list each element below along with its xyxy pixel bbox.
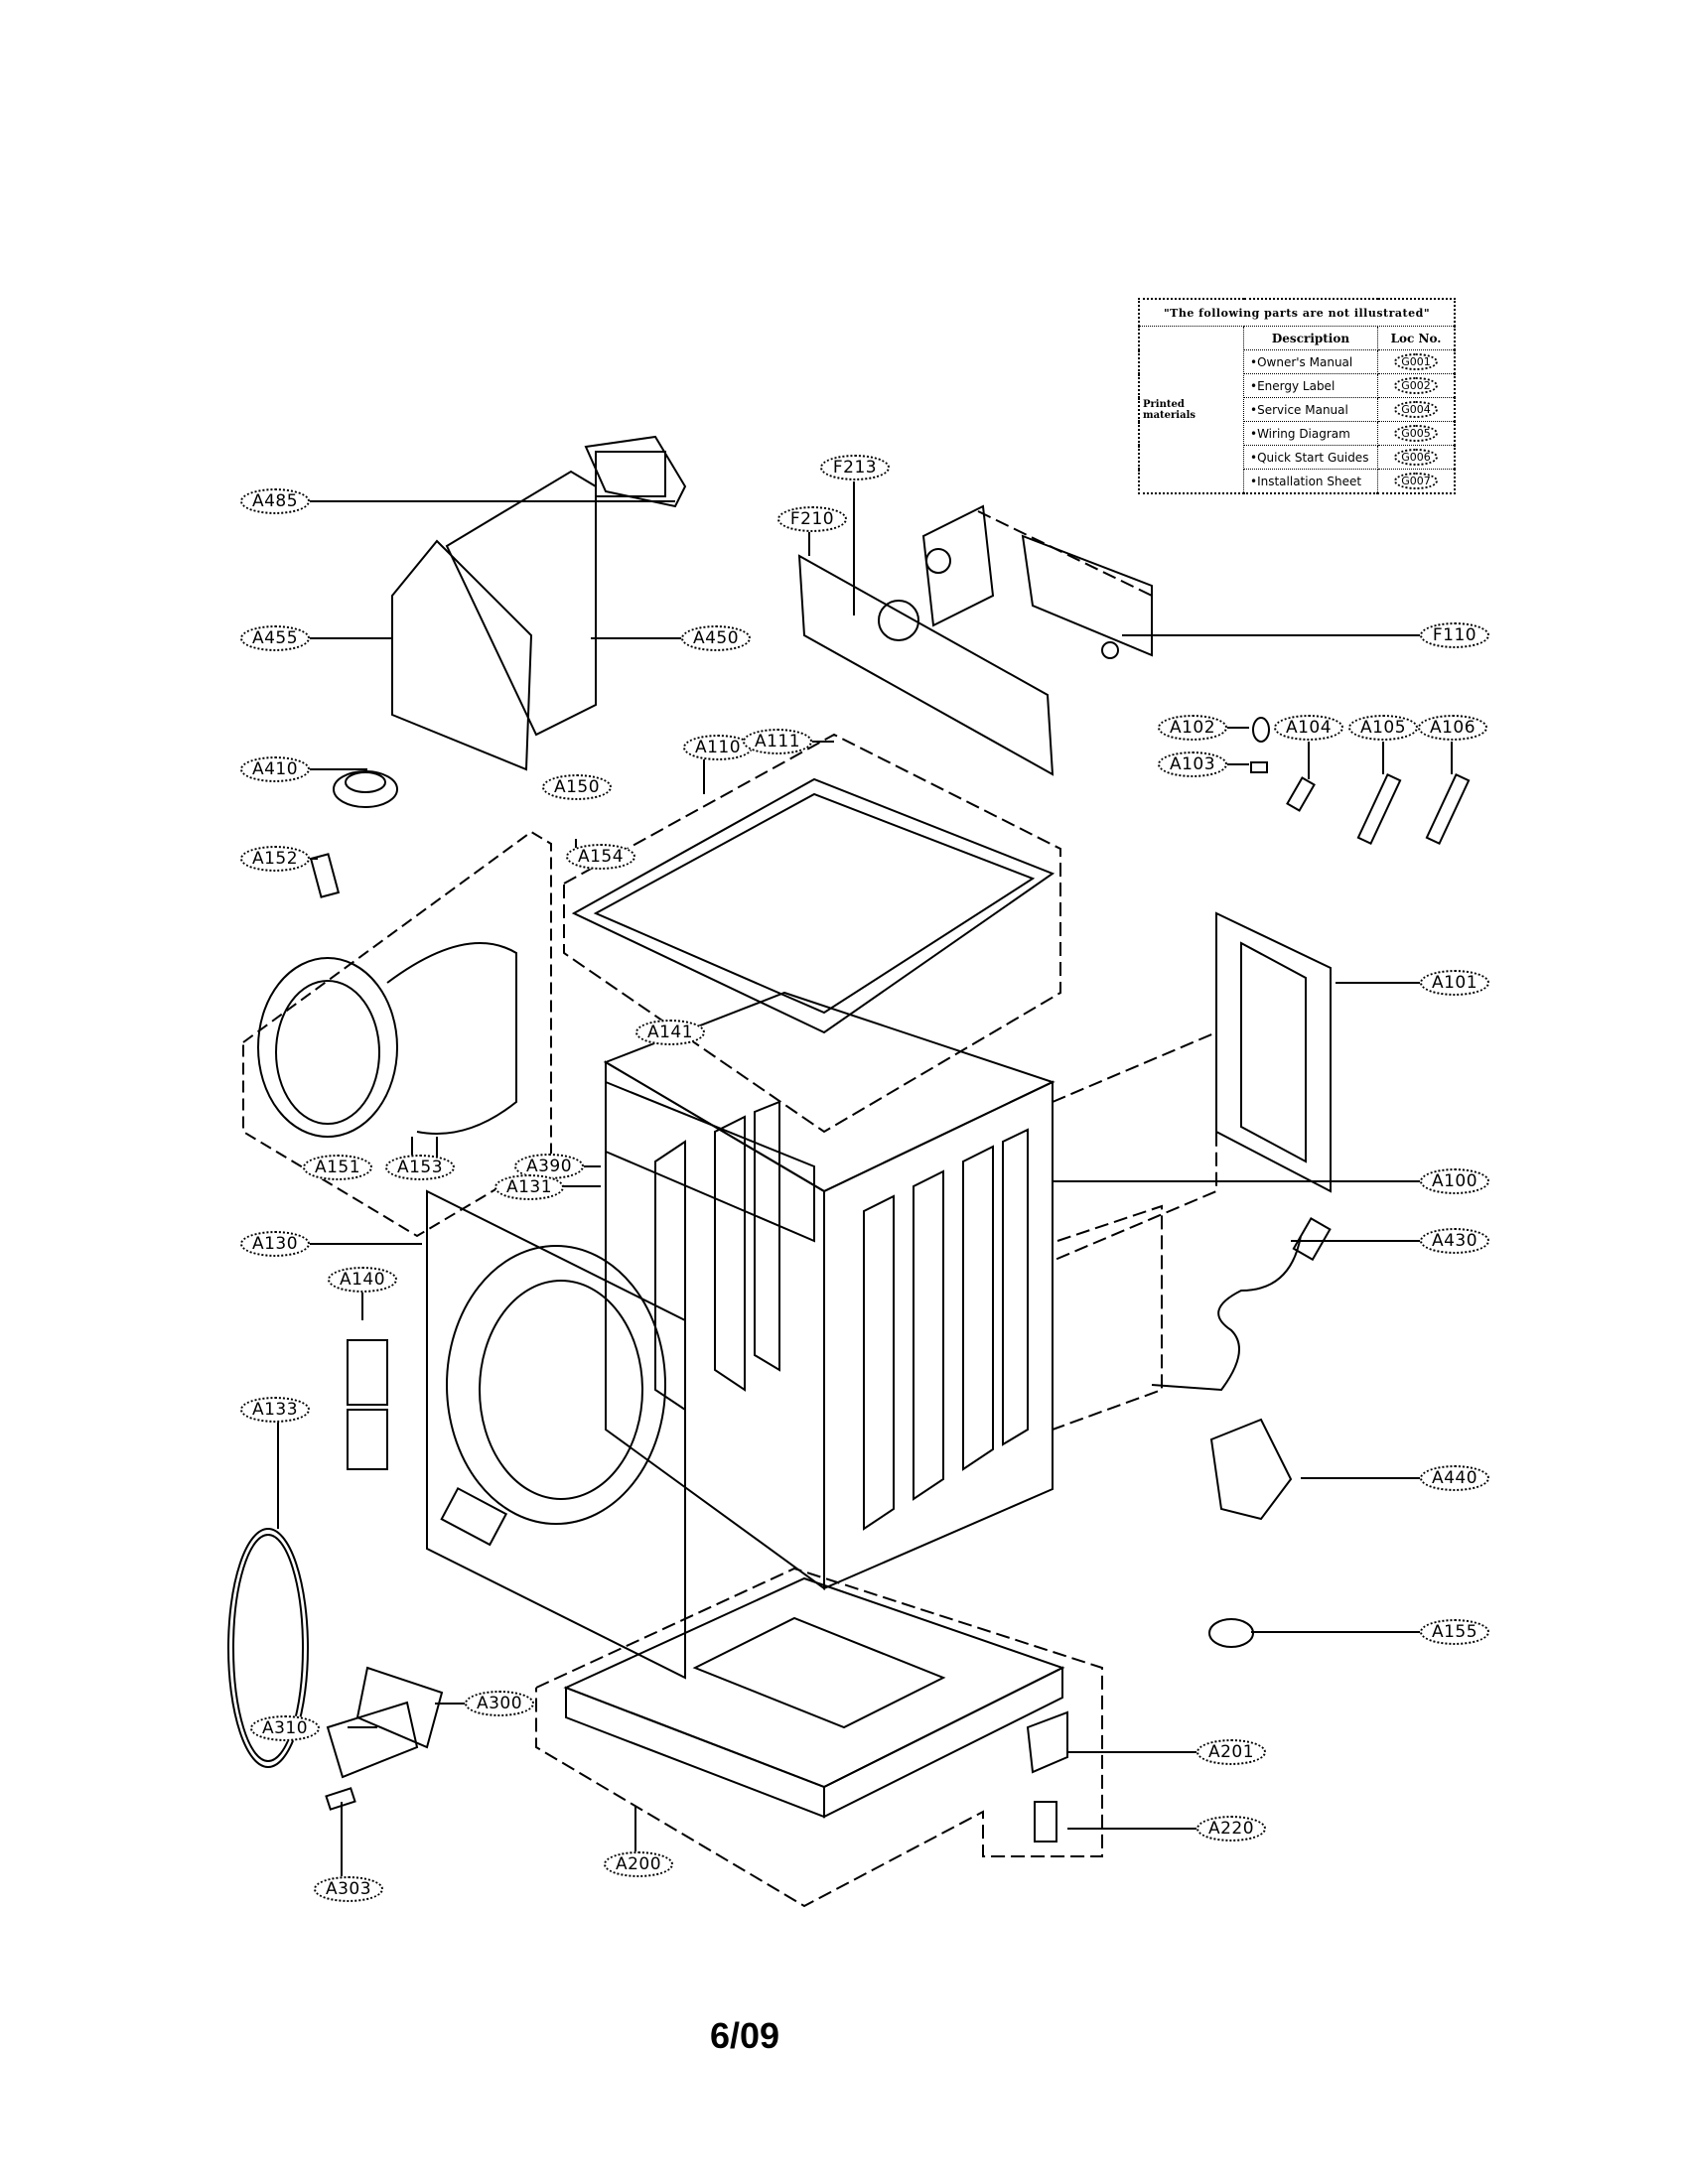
callout-a310[interactable]: A310: [250, 1715, 320, 1741]
row-description: •Energy Label: [1243, 373, 1378, 398]
control-panel-drawing: [797, 504, 1153, 776]
callout-a151[interactable]: A151: [303, 1155, 372, 1180]
row-description: •Wiring Diagram: [1243, 421, 1378, 446]
callout-a130[interactable]: A130: [240, 1231, 310, 1257]
callout-a220[interactable]: A220: [1196, 1816, 1266, 1842]
callout-f213[interactable]: F213: [820, 455, 890, 480]
page-number: 6/09: [709, 2015, 780, 2056]
parts-not-illustrated-table: "The following parts are not illustrated…: [1138, 298, 1456, 494]
table-row: •Owner's Manual G001: [1139, 349, 1456, 374]
row-description: •Quick Start Guides: [1243, 445, 1378, 470]
callout-a103[interactable]: A103: [1158, 751, 1227, 777]
callout-a154[interactable]: A154: [566, 844, 635, 870]
table-row: •Service Manual G004: [1139, 397, 1456, 422]
header-loc-no: Loc No.: [1377, 326, 1456, 350]
callout-a102[interactable]: A102: [1158, 715, 1227, 741]
pcb-drawing: [391, 435, 687, 771]
callout-a141[interactable]: A141: [635, 1020, 705, 1045]
small-parts-drawing: [227, 717, 1471, 1843]
row-description: •Installation Sheet: [1243, 469, 1378, 494]
callout-a105[interactable]: A105: [1348, 715, 1418, 741]
callout-a111[interactable]: A111: [743, 729, 812, 754]
callout-a101[interactable]: A101: [1420, 970, 1489, 996]
table-title: "The following parts are not illustrated…: [1138, 298, 1456, 327]
header-description: Description: [1243, 326, 1378, 350]
callout-a303[interactable]: A303: [314, 1876, 383, 1902]
row-description: •Service Manual: [1243, 397, 1378, 422]
callout-a110[interactable]: A110: [683, 735, 753, 760]
loc-callout[interactable]: G004: [1394, 401, 1438, 418]
callout-a140[interactable]: A140: [328, 1267, 397, 1293]
table-row: •Installation Sheet G007: [1139, 469, 1456, 494]
front-panel-drawing: [426, 1189, 686, 1680]
callout-a201[interactable]: A201: [1196, 1739, 1266, 1765]
callout-f110[interactable]: F110: [1420, 622, 1489, 648]
callout-a430[interactable]: A430: [1420, 1228, 1489, 1254]
callout-a131[interactable]: A131: [494, 1174, 564, 1200]
tub-assembly-drawing: [242, 830, 552, 1238]
callout-a133[interactable]: A133: [240, 1397, 310, 1423]
callout-a150[interactable]: A150: [542, 774, 612, 800]
loc-callout[interactable]: G006: [1394, 449, 1438, 466]
loc-callout[interactable]: G001: [1394, 353, 1438, 370]
callout-a153[interactable]: A153: [385, 1155, 455, 1180]
table-row: •Energy Label G002: [1139, 373, 1456, 398]
callout-a300[interactable]: A300: [465, 1691, 534, 1716]
callout-a106[interactable]: A106: [1418, 715, 1487, 741]
callout-a104[interactable]: A104: [1274, 715, 1343, 741]
base-drawing: [535, 1567, 1103, 1908]
back-cover-drawing: [1052, 911, 1332, 1431]
callout-a155[interactable]: A155: [1420, 1619, 1489, 1645]
loc-callout[interactable]: G005: [1394, 425, 1438, 442]
callout-a200[interactable]: A200: [604, 1851, 673, 1877]
cabinet-drawing: [603, 991, 1055, 1590]
loc-callout[interactable]: G002: [1394, 377, 1438, 394]
callout-a410[interactable]: A410: [240, 756, 310, 782]
table-row: •Quick Start Guides G006: [1139, 445, 1456, 470]
leader-lines: [277, 481, 1453, 1876]
callout-a450[interactable]: A450: [681, 625, 751, 651]
callout-a152[interactable]: A152: [240, 846, 310, 872]
group-label: Printed materials: [1138, 326, 1244, 494]
callout-a455[interactable]: A455: [240, 625, 310, 651]
callout-a485[interactable]: A485: [240, 488, 310, 514]
callout-a100[interactable]: A100: [1420, 1168, 1489, 1194]
row-description: •Owner's Manual: [1243, 349, 1378, 374]
callout-f210[interactable]: F210: [777, 506, 847, 532]
loc-callout[interactable]: G007: [1394, 473, 1438, 489]
top-cover-drawing: [563, 733, 1061, 1134]
callout-a440[interactable]: A440: [1420, 1465, 1489, 1491]
